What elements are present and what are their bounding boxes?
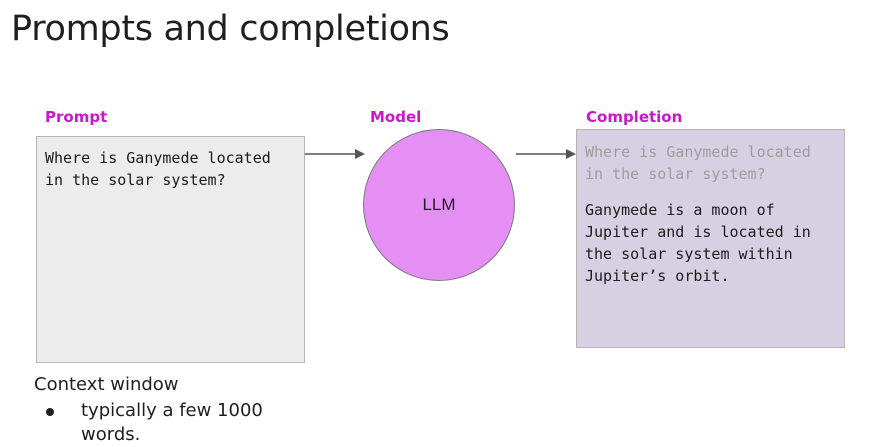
prompt-label: Prompt	[45, 108, 108, 126]
context-window-heading: Context window	[34, 374, 179, 395]
bullet-icon	[46, 408, 54, 416]
prompt-to-model-arrow	[305, 149, 365, 159]
completion-box: Where is Ganymede located in the solar s…	[576, 129, 845, 348]
model-circle: LLM	[363, 129, 515, 281]
context-bullet-text: typically a few 1000 words.	[81, 400, 263, 445]
prompt-text: Where is Ganymede located in the solar s…	[45, 149, 271, 189]
model-label: Model	[370, 108, 422, 126]
completion-answer-text: Ganymede is a moon of Jupiter and is loc…	[585, 201, 811, 285]
completion-label: Completion	[586, 108, 683, 126]
context-bullet-list: typically a few 1000 words.	[46, 399, 291, 447]
slide-title: Prompts and completions	[11, 9, 450, 49]
model-to-completion-arrow	[516, 149, 576, 159]
completion-echo-text: Where is Ganymede located in the solar s…	[585, 143, 811, 183]
prompt-box: Where is Ganymede located in the solar s…	[36, 136, 305, 363]
context-bullet-item: typically a few 1000 words.	[46, 399, 291, 447]
model-name: LLM	[422, 195, 456, 214]
